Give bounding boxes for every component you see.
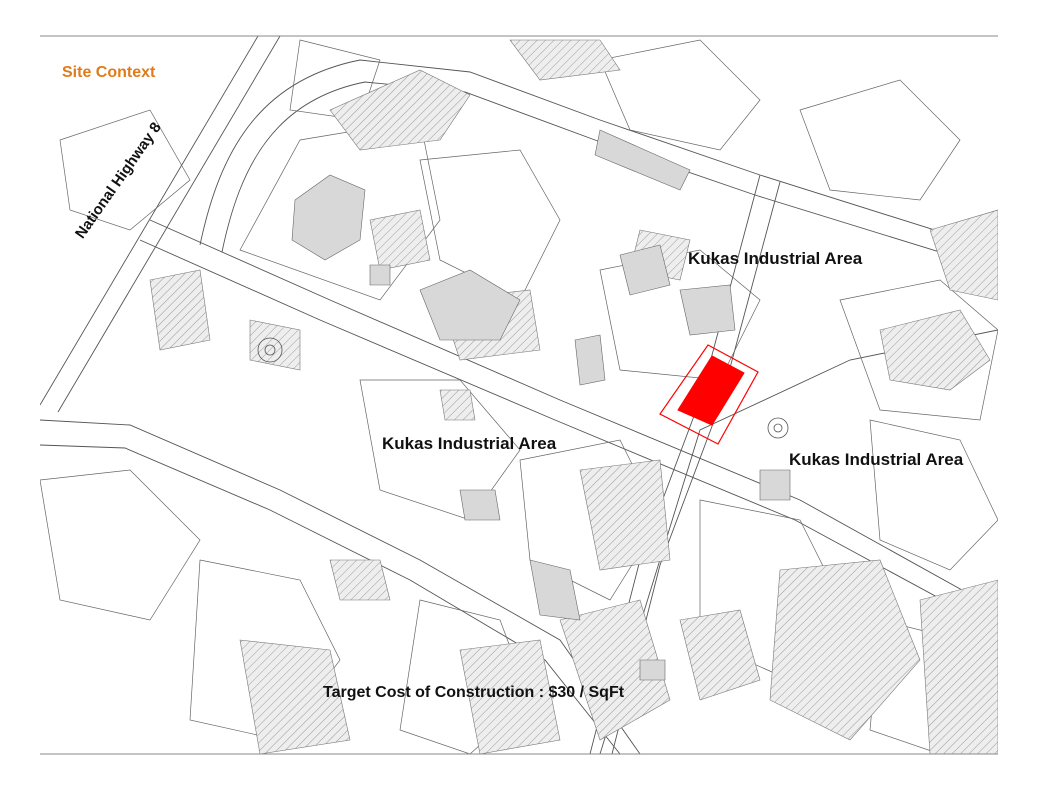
area-label-east: Kukas Industrial Area [789, 450, 964, 469]
buildings [291, 129, 791, 681]
roundabout-icon [257, 337, 789, 439]
cost-caption: Target Cost of Construction : $30 / SqFt [323, 684, 625, 701]
area-label-north: Kukas Industrial Area [688, 249, 863, 268]
hatched-blocks [149, 39, 998, 754]
site-plot-marker[interactable] [659, 344, 759, 445]
area-label-west: Kukas Industrial Area [382, 434, 557, 453]
highway-road [40, 36, 281, 413]
main-road [139, 219, 998, 631]
page-title: Site Context [62, 64, 156, 81]
